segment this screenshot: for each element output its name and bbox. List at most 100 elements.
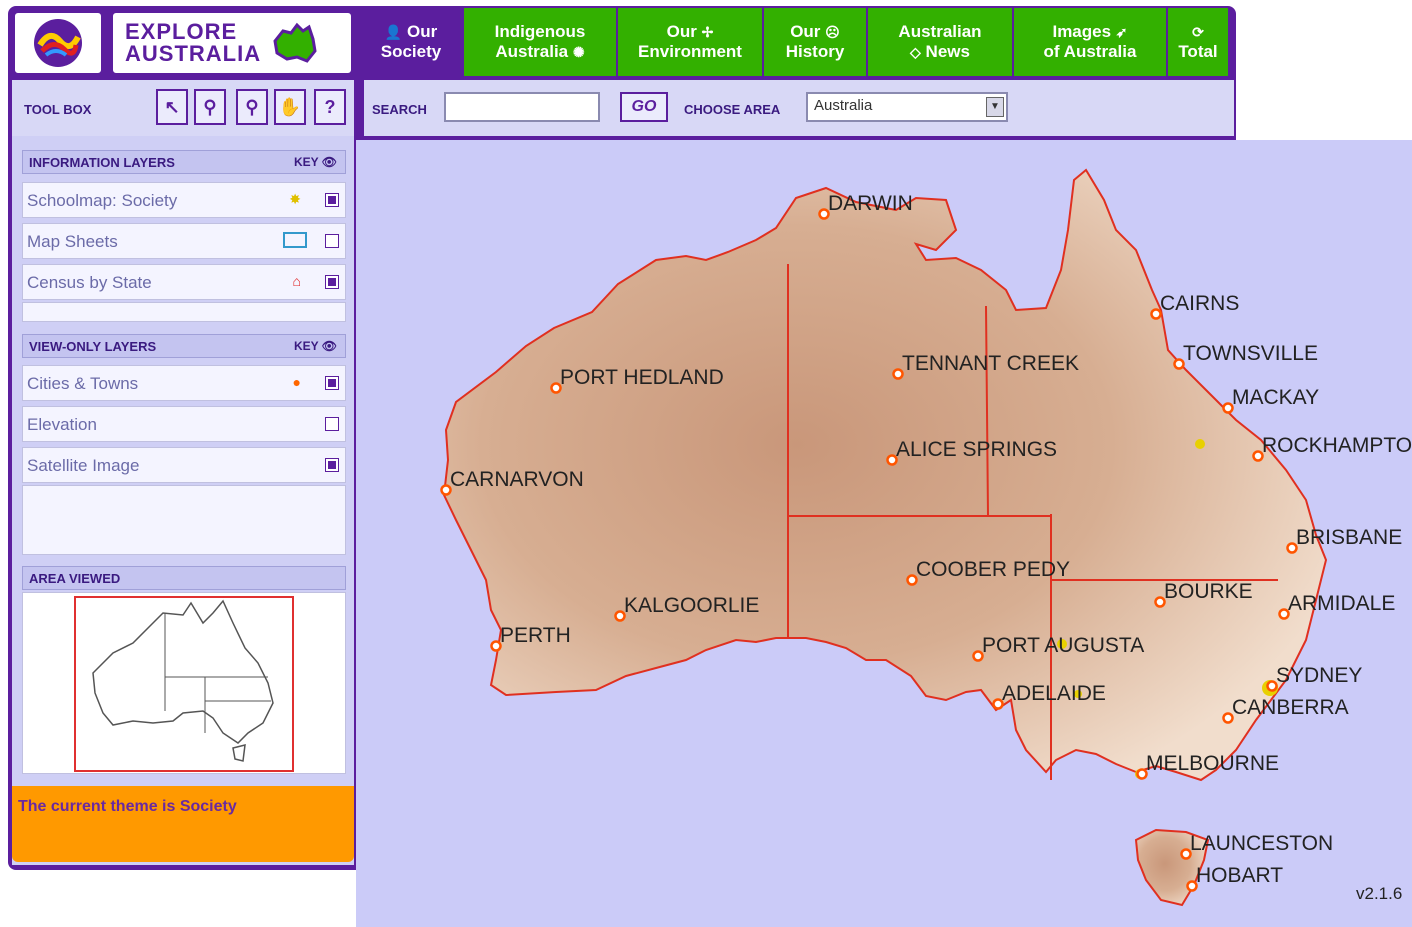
- eye-icon[interactable]: 👁: [321, 339, 337, 353]
- city-label: PERTH: [500, 624, 571, 647]
- city-label: ROCKHAMPTON: [1262, 434, 1412, 457]
- city-marker[interactable]: KALGOORLIE: [614, 594, 760, 622]
- city-dot-icon[interactable]: [992, 698, 1004, 710]
- city-marker[interactable]: COOBER PEDY: [906, 558, 1071, 586]
- city-marker[interactable]: CARNARVON: [440, 468, 584, 496]
- city-dot-icon[interactable]: [972, 650, 984, 662]
- city-marker[interactable]: BRISBANE: [1286, 526, 1403, 554]
- refresh-icon: ⟳: [1192, 24, 1204, 40]
- layer-row-schoolmap[interactable]: Schoolmap: Society ✸: [22, 182, 346, 218]
- city-dot-icon[interactable]: [1222, 712, 1234, 724]
- city-dot-icon[interactable]: [1180, 848, 1192, 860]
- zoom-out-tool-button[interactable]: ⚲: [236, 89, 268, 125]
- city-dot-icon[interactable]: [1150, 308, 1162, 320]
- tab-australian-news[interactable]: Australian ◇ News: [868, 8, 1014, 76]
- city-marker[interactable]: DARWIN: [818, 192, 913, 220]
- help-tool-button[interactable]: ?: [314, 89, 346, 125]
- city-marker[interactable]: ROCKHAMPTON: [1252, 434, 1412, 462]
- map-view[interactable]: DARWIN CAIRNS TOWNSVILLE TENNANT CREEK PORT …: [356, 140, 1412, 927]
- city-dot-icon[interactable]: [892, 368, 904, 380]
- pan-tool-button[interactable]: ✋: [274, 89, 306, 125]
- brand-line-2: AUSTRALIA: [125, 41, 262, 66]
- city-label: BOURKE: [1164, 580, 1253, 603]
- state-outline-key-icon: ⌂: [292, 273, 301, 289]
- city-marker[interactable]: PERTH: [490, 624, 571, 652]
- eye-icon[interactable]: 👁: [321, 155, 337, 169]
- city-dot-icon[interactable]: [614, 610, 626, 622]
- australia-landmass: [442, 168, 1328, 782]
- city-marker[interactable]: HOBART: [1186, 864, 1284, 892]
- tab-label-2: of Australia: [1043, 42, 1137, 61]
- layer-label: Schoolmap: Society: [27, 191, 178, 210]
- city-dot-icon[interactable]: [490, 640, 502, 652]
- tab-images-of-australia[interactable]: Images ➶ of Australia: [1014, 8, 1168, 76]
- map-svg: DARWIN CAIRNS TOWNSVILLE TENNANT CREEK PORT …: [440, 168, 1412, 907]
- city-label: KALGOORLIE: [624, 594, 759, 617]
- tab-our-history[interactable]: Our ☹ History: [764, 8, 868, 76]
- area-viewed-minimap[interactable]: [22, 592, 346, 774]
- city-marker[interactable]: ADELAIDE: [992, 682, 1106, 710]
- layer-checkbox[interactable]: [325, 234, 339, 248]
- city-marker[interactable]: TENNANT CREEK: [892, 352, 1079, 380]
- tab-our-environment[interactable]: Our ✢ Environment: [618, 8, 764, 76]
- city-dot-icon[interactable]: [1173, 358, 1185, 370]
- pointer-tool-button[interactable]: ↖: [156, 89, 188, 125]
- city-marker[interactable]: ARMIDALE: [1278, 592, 1396, 620]
- city-dot-icon[interactable]: [1222, 402, 1234, 414]
- city-dot-icon[interactable]: [550, 382, 562, 394]
- logo[interactable]: [12, 10, 104, 76]
- search-input[interactable]: [444, 92, 600, 122]
- tab-indigenous-australia[interactable]: Indigenous Australia ✺: [464, 8, 618, 76]
- layer-checkbox[interactable]: [325, 458, 339, 472]
- layer-checkbox[interactable]: [325, 417, 339, 431]
- cities-layer: DARWIN CAIRNS TOWNSVILLE TENNANT CREEK PORT …: [440, 192, 1412, 892]
- city-dot-icon[interactable]: [818, 208, 830, 220]
- tab-total[interactable]: ⟳ Total: [1168, 8, 1230, 76]
- layer-row-map-sheets[interactable]: Map Sheets: [22, 223, 346, 259]
- city-marker[interactable]: TOWNSVILLE: [1173, 342, 1318, 370]
- layer-checkbox[interactable]: [325, 193, 339, 207]
- dropdown-arrow-icon[interactable]: ▼: [986, 97, 1004, 117]
- face-icon: ☹: [825, 24, 840, 40]
- city-dot-icon[interactable]: [906, 574, 918, 586]
- layer-label: Cities & Towns: [27, 374, 139, 393]
- city-dot-icon[interactable]: [1186, 880, 1198, 892]
- city-label: TENNANT CREEK: [902, 352, 1079, 375]
- city-dot-icon[interactable]: [1278, 608, 1290, 620]
- city-marker[interactable]: PORT AUGUSTA: [972, 634, 1145, 662]
- city-marker[interactable]: PORT HEDLAND: [550, 366, 724, 394]
- area-select[interactable]: Australia ▼: [806, 92, 1008, 122]
- empty-layer-slot: [22, 485, 346, 555]
- city-dot-icon[interactable]: [1154, 596, 1166, 608]
- zoom-in-tool-button[interactable]: ⚲: [194, 89, 226, 125]
- layer-checkbox[interactable]: [325, 275, 339, 289]
- layer-row-satellite[interactable]: Satellite Image: [22, 447, 346, 483]
- city-marker[interactable]: MELBOURNE: [1136, 752, 1280, 780]
- layer-checkbox[interactable]: [325, 376, 339, 390]
- city-dot-icon[interactable]: [1266, 680, 1278, 692]
- layer-row-elevation[interactable]: Elevation: [22, 406, 346, 442]
- city-dot-icon[interactable]: [1252, 450, 1264, 462]
- go-button[interactable]: GO: [620, 92, 668, 122]
- person-icon: 👤: [384, 24, 403, 40]
- city-dot-icon[interactable]: [440, 484, 452, 496]
- kangaroo-icon: ➶: [1115, 24, 1128, 40]
- city-dot-icon[interactable]: [1286, 542, 1298, 554]
- layer-label: Map Sheets: [27, 232, 118, 251]
- layer-row-census[interactable]: Census by State ⌂: [22, 264, 346, 300]
- layer-row-cities-towns[interactable]: Cities & Towns ●: [22, 365, 346, 401]
- city-marker[interactable]: LAUNCESTON: [1180, 832, 1334, 860]
- city-dot-icon[interactable]: [1136, 768, 1148, 780]
- city-marker[interactable]: BOURKE: [1154, 580, 1253, 608]
- city-label: HOBART: [1196, 864, 1283, 887]
- city-marker[interactable]: SYDNEY: [1266, 664, 1363, 692]
- city-marker[interactable]: CANBERRA: [1222, 696, 1349, 724]
- brand-line-1: EXPLORE: [125, 19, 238, 44]
- tab-our-society[interactable]: 👤 Our Society: [360, 8, 464, 76]
- city-marker[interactable]: ALICE SPRINGS: [886, 438, 1058, 466]
- view-only-layers-header: VIEW-ONLY LAYERS KEY 👁: [22, 334, 346, 358]
- area-select-value: Australia: [814, 97, 873, 114]
- city-dot-icon[interactable]: [886, 454, 898, 466]
- city-marker[interactable]: CAIRNS: [1150, 292, 1240, 320]
- city-marker[interactable]: MACKAY: [1222, 386, 1320, 414]
